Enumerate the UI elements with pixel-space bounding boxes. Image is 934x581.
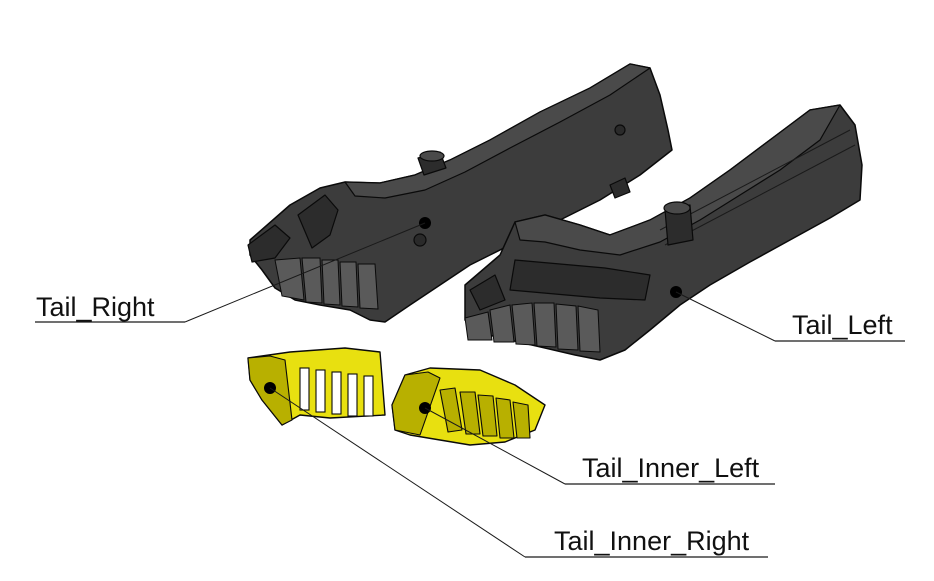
tail-left-part [464,104,863,361]
leader-line [675,291,776,342]
slot [315,369,326,413]
callout-tail-inner-left: Tail_Inner_Left [419,402,775,485]
label-tail-left: Tail_Left [792,310,893,340]
slot [299,367,310,411]
label-tail-inner-right: Tail_Inner_Right [554,526,750,556]
tail-inner-left-part [391,367,546,446]
label-tail-right: Tail_Right [36,292,155,322]
callout-tail-inner-right: Tail_Inner_Right [264,382,768,558]
callout-tail-left: Tail_Left [670,286,905,342]
callout-tail-right: Tail_Right [35,217,431,323]
label-tail-inner-left: Tail_Inner_Left [582,453,760,483]
leader-line [269,387,526,558]
leader-line [184,222,426,323]
slot [363,375,374,417]
slot [331,371,342,415]
leader-line [424,407,566,485]
slot [347,373,358,417]
